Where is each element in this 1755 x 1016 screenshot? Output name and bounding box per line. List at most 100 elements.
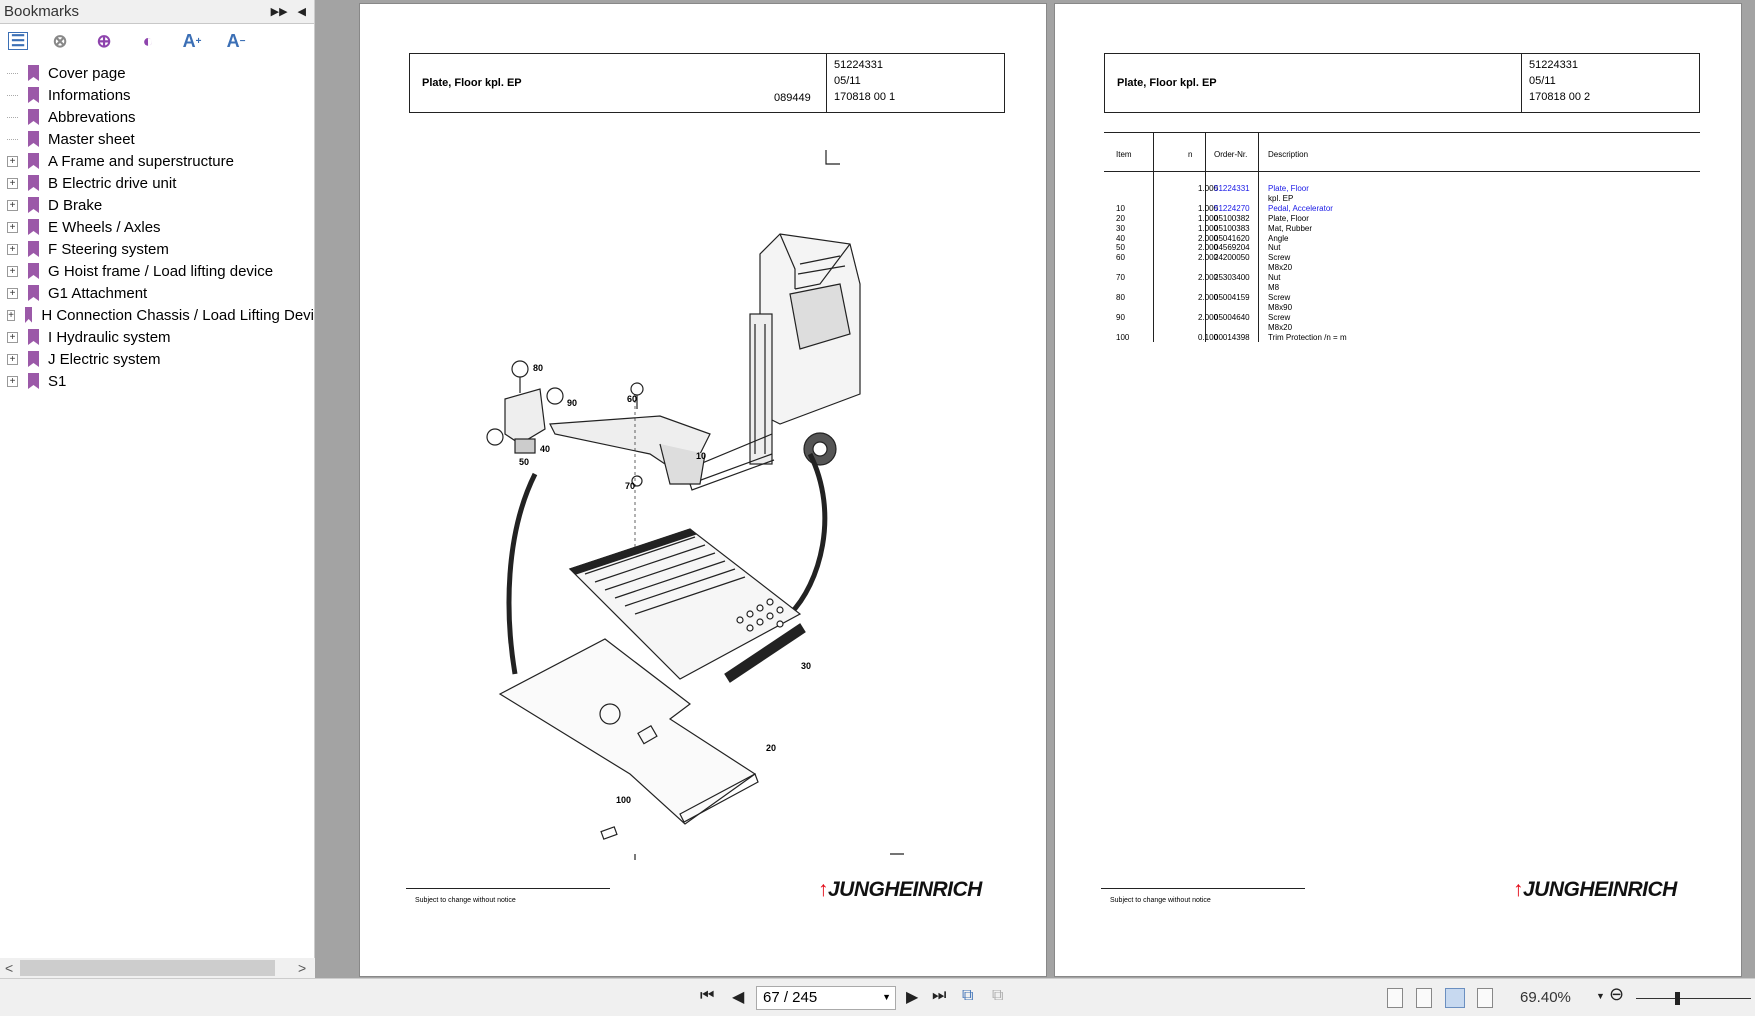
- col-item: Item: [1116, 150, 1132, 159]
- bookmark-item[interactable]: Master sheet: [0, 128, 314, 150]
- tree-connector: [7, 72, 18, 74]
- expand-icon[interactable]: +: [7, 287, 18, 299]
- cell-description: Trim Protection /n = m: [1268, 332, 1347, 342]
- bookmark-item[interactable]: + B Electric drive unit: [0, 172, 314, 194]
- table-row: M8: [1104, 283, 1700, 293]
- next-page-icon[interactable]: ▶: [906, 989, 919, 1006]
- chevron-down-icon[interactable]: ▼: [882, 992, 891, 1002]
- last-page-icon[interactable]: ⏭: [932, 987, 947, 1004]
- decrease-font-icon[interactable]: A−: [226, 30, 246, 51]
- page-header-box: Plate, Floor kpl. EP 51224331 05/11 1708…: [1104, 53, 1700, 113]
- expand-all-icon[interactable]: ☰: [8, 32, 28, 50]
- cell-n: 1.000: [1197, 223, 1218, 233]
- cell-order: 05100383: [1214, 223, 1250, 233]
- cell-description[interactable]: Pedal, Accelerator: [1268, 203, 1333, 213]
- bookmark-label: G1 Attachment: [48, 284, 148, 302]
- sheet-number: 170818 00 1: [834, 91, 896, 103]
- cell-order[interactable]: 51224331: [1214, 184, 1250, 193]
- bookmark-label: Informations: [48, 86, 131, 104]
- bookmark-icon: [28, 153, 39, 169]
- zoom-out-icon[interactable]: ⊖: [1609, 984, 1625, 1004]
- bookmark-icon: [28, 329, 39, 345]
- bookmark-item[interactable]: + D Brake: [0, 194, 314, 216]
- zoom-dropdown-icon[interactable]: ▼: [1596, 991, 1605, 1001]
- bookmark-icon: [28, 373, 39, 389]
- scrollbar-thumb[interactable]: [20, 960, 275, 976]
- two-page-view-icon[interactable]: [1445, 988, 1465, 1008]
- cell-description: Nut: [1268, 273, 1281, 283]
- expand-icon[interactable]: +: [7, 177, 18, 189]
- cell-order[interactable]: 51224270: [1214, 203, 1250, 213]
- tree-connector: [7, 94, 18, 96]
- scroll-left-icon[interactable]: <: [5, 960, 14, 976]
- cell-order: 05004640: [1214, 312, 1250, 322]
- collapse-panel-icon[interactable]: ◀: [297, 6, 306, 18]
- part-number: 51224331: [1529, 59, 1578, 71]
- first-page-icon[interactable]: ⏮: [700, 987, 715, 1004]
- add-bookmark-icon[interactable]: ⊕: [96, 30, 112, 51]
- page-header-box: Plate, Floor kpl. EP 089449 51224331 05/…: [409, 53, 1005, 113]
- expand-icon[interactable]: +: [7, 199, 18, 211]
- bookmark-item[interactable]: +J Electric system: [0, 348, 314, 370]
- expand-icon[interactable]: +: [7, 375, 18, 387]
- expand-icon[interactable]: +: [7, 221, 18, 233]
- expand-icon[interactable]: +: [7, 265, 18, 277]
- bookmark-item[interactable]: +I Hydraulic system: [0, 326, 314, 348]
- bookmark-item[interactable]: Cover page: [0, 62, 314, 84]
- cell-description[interactable]: Plate, Floor: [1268, 184, 1309, 193]
- bookmark-item[interactable]: + A Frame and superstructure: [0, 150, 314, 172]
- expand-panel-icon[interactable]: ▶▶: [270, 6, 288, 18]
- cell-order: 04569204: [1214, 243, 1250, 253]
- bookmark-label: F Steering system: [48, 240, 169, 258]
- zoom-slider[interactable]: [1636, 992, 1751, 1005]
- bookmark-label: B Electric drive unit: [48, 174, 177, 192]
- callout-label: 50: [519, 457, 530, 467]
- bookmark-item[interactable]: + G Hoist frame / Load lifting device: [0, 260, 314, 282]
- footer-notice: Subject to change without notice: [1110, 897, 1211, 904]
- previous-view-icon[interactable]: ⧉: [962, 987, 974, 1004]
- delete-bookmark-icon[interactable]: ⊗: [52, 30, 68, 51]
- bookmark-label: D Brake: [48, 196, 103, 214]
- cell-item: 10: [1116, 203, 1125, 213]
- cell-n: 1.000: [1197, 203, 1218, 213]
- callout-label: 30: [801, 661, 812, 671]
- single-page-view-icon[interactable]: [1387, 988, 1403, 1008]
- expand-icon[interactable]: +: [7, 243, 18, 255]
- cell-description: Screw: [1268, 292, 1291, 302]
- expand-icon[interactable]: +: [7, 309, 15, 321]
- bookmarks-header: Bookmarks ▶▶◀: [0, 0, 314, 24]
- bookmark-label: A Frame and superstructure: [48, 152, 234, 170]
- cell-n: 1.000: [1197, 213, 1218, 223]
- scroll-right-icon[interactable]: >: [298, 960, 307, 976]
- bookmark-label: H Connection Chassis / Load Lifting Devi: [41, 306, 314, 324]
- bookmark-icon: [28, 219, 39, 235]
- cell-description: Plate, Floor: [1268, 213, 1309, 223]
- sheet-number: 170818 00 2: [1529, 91, 1591, 103]
- bookmark-item[interactable]: Informations: [0, 84, 314, 106]
- increase-font-icon[interactable]: A+: [182, 30, 202, 51]
- cell-n: 2.000: [1197, 292, 1218, 302]
- previous-page-icon[interactable]: ◀: [732, 989, 745, 1006]
- expand-icon[interactable]: +: [7, 155, 18, 167]
- horizontal-scrollbar[interactable]: < >: [0, 958, 315, 978]
- bookmark-item[interactable]: + H Connection Chassis / Load Lifting Dev…: [0, 304, 314, 326]
- zoom-slider-handle[interactable]: [1674, 992, 1680, 1005]
- bookmark-item[interactable]: + G1 Attachment: [0, 282, 314, 304]
- bookmark-item[interactable]: + F Steering system: [0, 238, 314, 260]
- expand-icon[interactable]: +: [7, 353, 18, 365]
- zoom-level[interactable]: 69.40%: [1520, 989, 1571, 1006]
- expand-icon[interactable]: +: [7, 331, 18, 343]
- continuous-view-icon[interactable]: [1416, 988, 1432, 1008]
- bookmark-label: G Hoist frame / Load lifting device: [48, 262, 274, 280]
- edit-bookmark-icon[interactable]: ◐: [142, 30, 154, 51]
- bookmark-item[interactable]: Abbrevations: [0, 106, 314, 128]
- page-number-input[interactable]: 67 / 245▼: [756, 986, 896, 1010]
- bookmark-item[interactable]: +E Wheels / Axles: [0, 216, 314, 238]
- continuous-two-page-view-icon[interactable]: [1477, 988, 1493, 1008]
- bookmark-item[interactable]: +S1: [0, 370, 314, 392]
